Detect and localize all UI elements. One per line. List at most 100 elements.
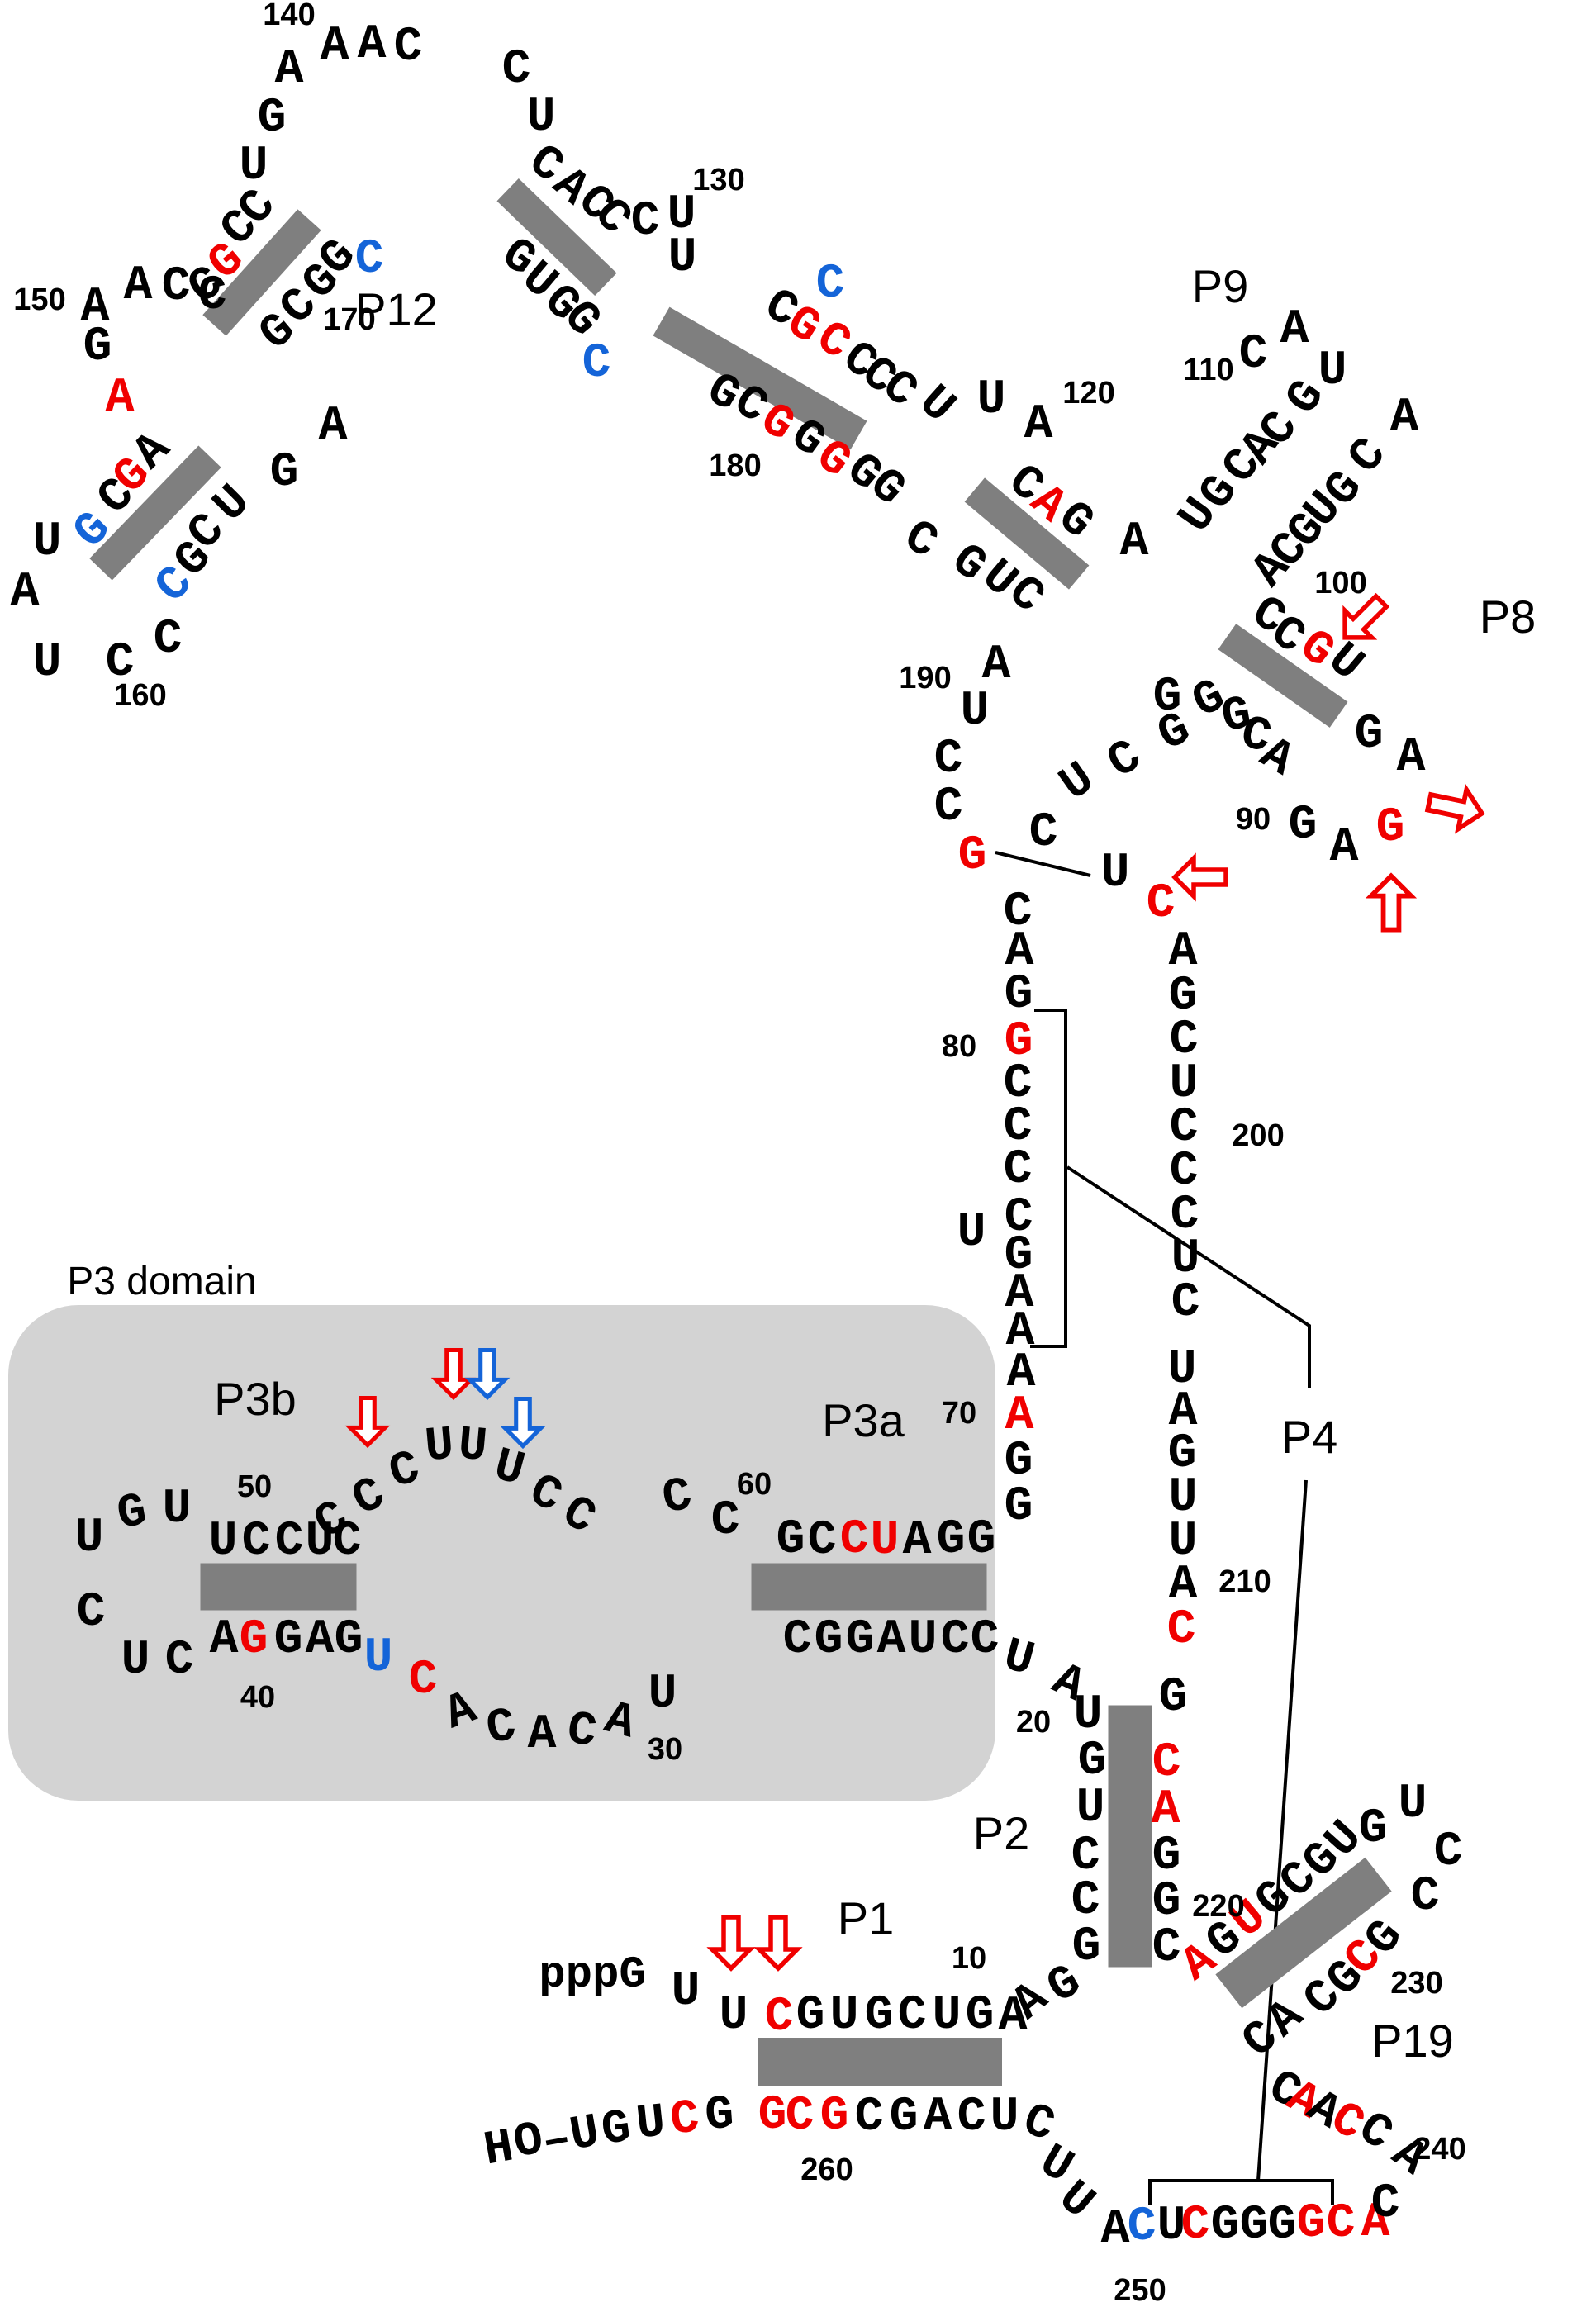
label-70: 70 [941, 1396, 977, 1431]
nucleotide-G-95: G [1152, 671, 1182, 724]
nucleotide-U-124: U [957, 1206, 986, 1260]
nucleotide-G-102: G [1375, 801, 1405, 855]
nucleotide-U-262: U [870, 1514, 900, 1568]
nucleotide-U-43: U [667, 188, 696, 242]
nucleotide-A-70: A [1119, 515, 1149, 569]
nucleotide-C-194: C [1180, 2199, 1210, 2252]
nucleotide-U-252: U [422, 1418, 457, 1475]
label-120: 120 [1062, 376, 1115, 411]
label-80: 80 [941, 1029, 977, 1064]
nucleotide-U-105: U [1050, 752, 1105, 814]
nucleotide-C-122: C [1003, 1143, 1033, 1197]
pairing-bar-10 [1108, 1705, 1152, 1968]
nucleotide-G-180: G [758, 2089, 787, 2143]
nucleotide-U-77: U [1318, 344, 1347, 398]
label-p19: P19 [1371, 2015, 1454, 2067]
nucleotide-A-185: A [923, 2091, 952, 2144]
nucleotide-U-156: U [1076, 1782, 1105, 1835]
nucleotide-G-184: G [889, 2091, 919, 2144]
nucleotide-C-186: C [957, 2091, 986, 2144]
nucleotide-G-265: G [967, 1513, 996, 1567]
label-40: 40 [240, 1680, 276, 1715]
nucleotide-G-21: G [83, 320, 112, 374]
nucleotide-A-142: A [1168, 1385, 1198, 1439]
nucleotide-C-134: C [1169, 1013, 1199, 1067]
nucleotide-U-241: U [363, 1631, 393, 1685]
label-p12: P12 [355, 283, 438, 335]
connector-line-1 [1030, 1009, 1067, 1348]
nucleotide-U-231: U [305, 1515, 335, 1569]
nucleotide-U-27: U [32, 515, 62, 569]
nucleotide-G-169: G [965, 1989, 995, 2043]
nucleotide-G-268: G [845, 1613, 875, 1667]
nucleotide-C-153: C [1152, 1921, 1181, 1975]
nucleotide-C-31: C [153, 613, 183, 667]
nucleotide-C-123: C [1004, 1191, 1033, 1245]
nucleotide-A-128: A [1006, 1346, 1036, 1400]
nucleotide-C-199: C [1326, 2197, 1356, 2251]
nucleotide-U-168: U [932, 1989, 962, 2043]
nucleotide-A-129: A [1005, 1389, 1034, 1443]
nucleotide-G-131: G [1004, 1480, 1033, 1534]
nucleotide-G-208: G [1358, 1802, 1388, 1856]
nucleotide-C-192: C [1127, 2200, 1157, 2254]
nucleotide-G-155: G [1077, 1735, 1107, 1788]
nucleotide-C-42: C [630, 195, 660, 249]
nucleotide-A-126: A [1005, 1267, 1034, 1321]
nucleotide-A-146: A [1168, 1559, 1198, 1612]
nucleotide-U-165: U [829, 1989, 859, 2043]
nucleotide-U-225: U [74, 1512, 104, 1565]
nucleotide-U-171: U [671, 1965, 701, 2019]
label-p1: P1 [837, 1892, 895, 1944]
nucleotide-G-103: G [1354, 708, 1384, 762]
nucleotide-C-242: C [408, 1654, 438, 1707]
label-p3a: P3a [822, 1394, 905, 1446]
nucleotide-G-238: G [273, 1613, 303, 1667]
nucleotide-C-266: C [782, 1613, 812, 1667]
nucleotide-G-179: G [703, 2087, 736, 2144]
nucleotide-G-151: G [1152, 1830, 1181, 1883]
nucleotide-U-209: U [1398, 1778, 1427, 1831]
nucleotide-A-245: A [527, 1708, 557, 1762]
nucleotide-U-227: U [162, 1483, 192, 1536]
nucleotide-G-119: G [1004, 1015, 1033, 1069]
nucleotide-C-229: C [241, 1515, 271, 1569]
nucleotide-C-158: C [1071, 1874, 1100, 1928]
nucleotide-A-78: A [1389, 392, 1419, 445]
nucleotide-C-19: C [197, 269, 227, 323]
nucleotide-C-183: C [854, 2091, 884, 2144]
nucleotide-U-170: U [719, 1989, 748, 2043]
label-200: 200 [1232, 1118, 1285, 1153]
red-arrow-2 [1365, 872, 1418, 933]
label-130: 130 [692, 163, 745, 197]
nucleotide-A-76: A [1280, 303, 1309, 357]
nucleotide-U-7: U [239, 140, 268, 193]
nucleotide-U-144: U [1168, 1471, 1198, 1525]
nucleotide-A-22: A [105, 372, 135, 425]
nucleotide-G-114: G [957, 829, 987, 883]
nucleotide-U-273: U [997, 1629, 1040, 1689]
nucleotide-A-239: A [305, 1613, 335, 1667]
label-p8: P8 [1479, 591, 1537, 643]
nucleotide-A-110: A [981, 638, 1011, 692]
nucleotide-C-210: C [1433, 1825, 1463, 1879]
nucleotide-C-121: C [1003, 1100, 1033, 1154]
nucleotide-A-263: A [902, 1514, 932, 1568]
nucleotide-C-116: C [1003, 885, 1033, 939]
nucleotide-G-267: G [814, 1613, 843, 1667]
nucleotide-G-195: G [1210, 2199, 1240, 2252]
nucleotide-G-240: G [334, 1613, 363, 1667]
label-110: 110 [1183, 353, 1234, 387]
nucleotide-U-270: U [908, 1613, 938, 1667]
nucleotide-G-148: G [1158, 1671, 1188, 1725]
nucleotide-G-130: G [1004, 1435, 1033, 1488]
red-arrow-4 [706, 1915, 756, 1972]
nucleotide-A-101: A [1329, 821, 1359, 875]
label-p2: P2 [972, 1807, 1030, 1859]
nucleotide-G-176: G [598, 2101, 634, 2159]
nucleotide-G-125: G [1004, 1229, 1033, 1283]
nucleotide-A-127: A [1005, 1305, 1035, 1359]
nucleotide-G-198: G [1296, 2197, 1326, 2251]
nucleotide-A-28: A [10, 566, 40, 619]
